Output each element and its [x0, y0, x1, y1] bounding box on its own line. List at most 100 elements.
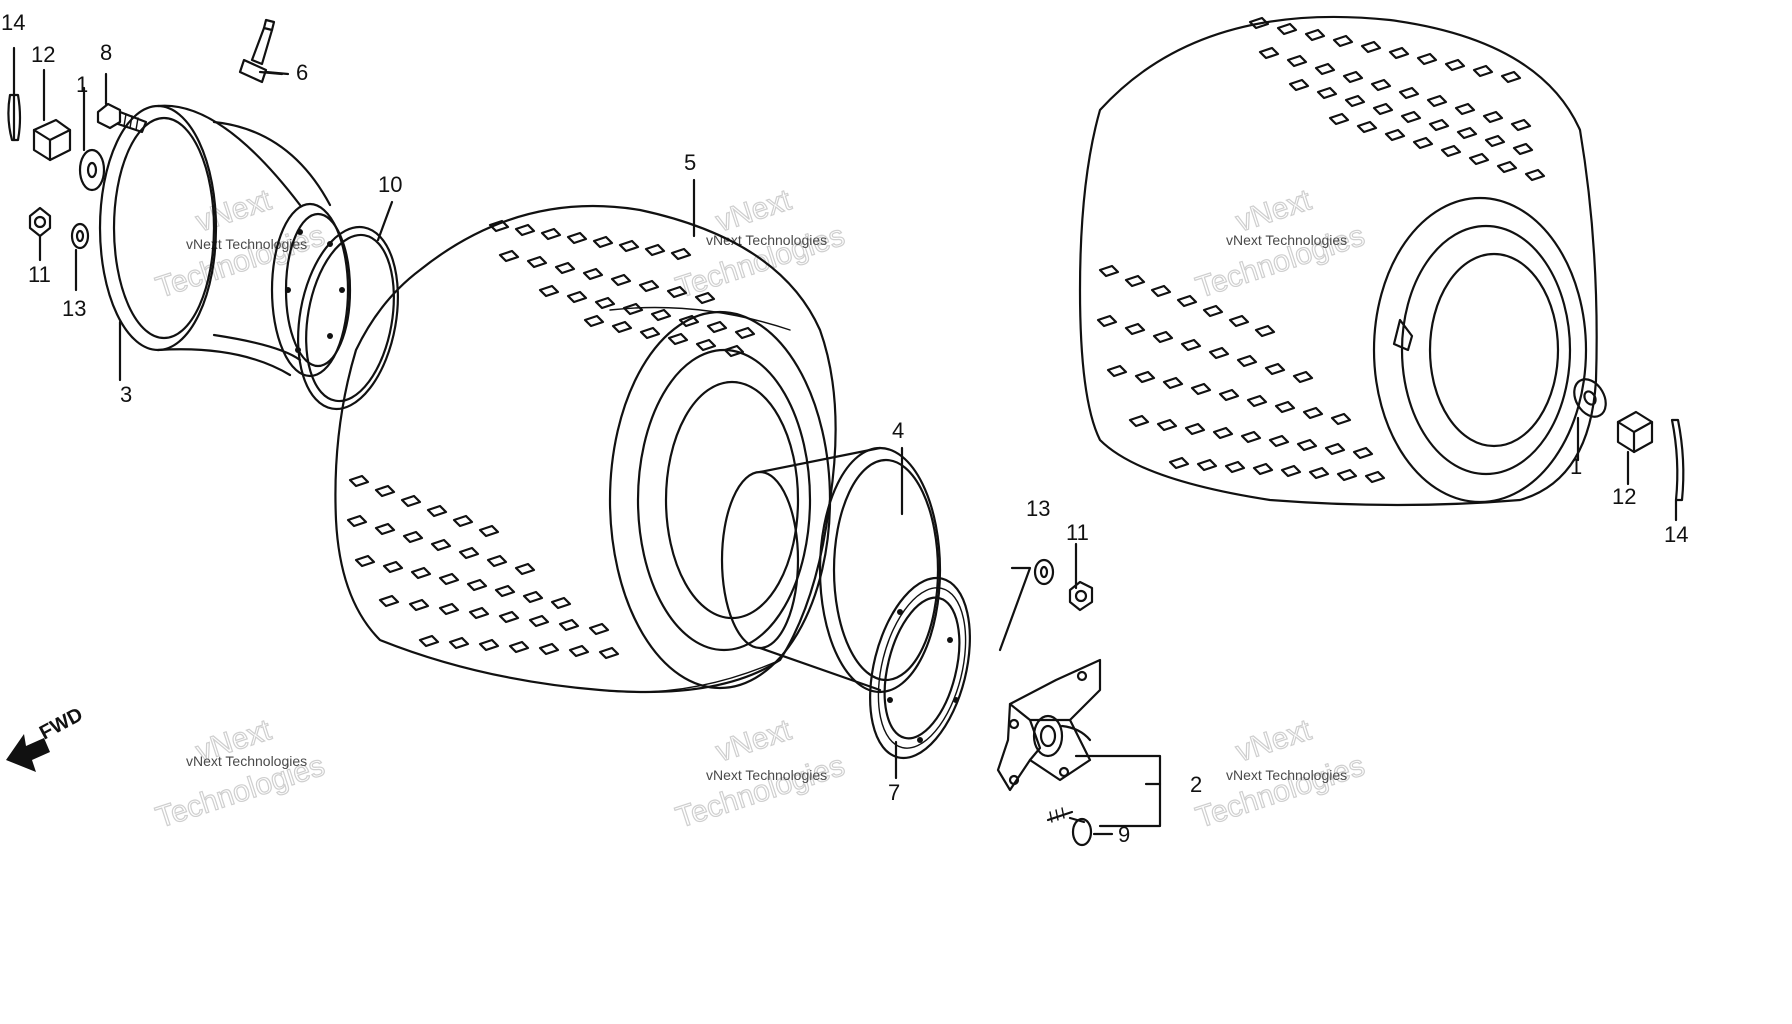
tread-block [1248, 16, 1270, 30]
tread-block [1456, 126, 1478, 140]
tread-block [1288, 78, 1310, 92]
tread-block [1332, 34, 1354, 48]
tread-block [478, 638, 500, 652]
tread-block [498, 249, 520, 263]
tread-block [382, 560, 404, 574]
tread-block [1106, 364, 1128, 378]
callout-7: 7 [888, 780, 900, 805]
tread-block [346, 514, 368, 528]
tread-block [1372, 102, 1394, 116]
tread-block [514, 562, 536, 576]
tread-block [618, 239, 640, 253]
tread-block [1304, 28, 1326, 42]
right-tire [1078, 15, 1598, 507]
tread-block [1150, 284, 1172, 298]
tread-block [1268, 434, 1290, 448]
tread-block [1258, 46, 1280, 60]
tread-block [1398, 86, 1420, 100]
tread-block [598, 646, 620, 660]
callout-10: 10 [378, 172, 402, 197]
tread-block [1176, 294, 1198, 308]
tread-block [1364, 470, 1386, 484]
tread-block [611, 320, 633, 334]
callout-13-left: 13 [62, 296, 86, 321]
svg-text:vNext Technologies: vNext Technologies [1226, 767, 1347, 783]
washer-13-right [1033, 558, 1055, 586]
tread-block [438, 572, 460, 586]
tread-block [522, 590, 544, 604]
tread-block [1454, 102, 1476, 116]
tread-block [592, 235, 614, 249]
tread-block [666, 285, 688, 299]
hub-bolt [1046, 807, 1093, 847]
watermark-top-left: vNext Technologies vNext Technologies [151, 183, 329, 305]
tread-block [1360, 40, 1382, 54]
svg-text:vNext Technologies: vNext Technologies [1226, 232, 1347, 248]
tread-block [408, 598, 430, 612]
watermark-bottom-center: vNext Technologies vNext Technologies [671, 713, 849, 835]
cotter-pin-right [1670, 418, 1685, 522]
callout-11-left: 11 [28, 262, 51, 287]
tread-block [508, 640, 530, 654]
tread-block [528, 614, 550, 628]
tread-block [583, 314, 605, 328]
callout-1-right: 1 [1570, 454, 1582, 479]
tread-block [430, 538, 452, 552]
svg-text:vNext Technologies: vNext Technologies [186, 753, 307, 769]
tread-block [402, 530, 424, 544]
tread-block [1274, 400, 1296, 414]
watermark-bottom-left: vNext Technologies vNext Technologies [151, 713, 329, 835]
tread-block [1128, 414, 1150, 428]
leader-lines [118, 70, 1162, 836]
tread-block [418, 634, 440, 648]
tread-block [1254, 324, 1276, 338]
svg-text:vNext: vNext [192, 183, 276, 238]
tread-block [348, 474, 370, 488]
right-tire-tread [1096, 16, 1546, 484]
tread-block [1500, 70, 1522, 84]
callout-14-left: 14 [1, 10, 25, 35]
svg-text:Technologies: Technologies [1192, 749, 1369, 835]
tread-block [1388, 46, 1410, 60]
svg-text:vNext: vNext [1232, 713, 1316, 768]
tread-block [1472, 64, 1494, 78]
tread-block [1202, 304, 1224, 318]
tread-block [638, 279, 660, 293]
tread-block [438, 602, 460, 616]
svg-text:vNext: vNext [1232, 183, 1316, 238]
tread-block [1400, 110, 1422, 124]
tread-block [498, 610, 520, 624]
tread-block [1412, 136, 1434, 150]
tread-block [374, 484, 396, 498]
tread-block [694, 291, 716, 305]
tread-block [667, 332, 689, 346]
tread-block [378, 594, 400, 608]
callout-4: 4 [892, 418, 904, 443]
tread-block [610, 273, 632, 287]
tread-block [1444, 58, 1466, 72]
tread-block [1124, 274, 1146, 288]
svg-text:FWD: FWD [36, 704, 87, 745]
tread-block [1484, 134, 1506, 148]
callout-2: 2 [1190, 772, 1202, 797]
tread-block [1162, 376, 1184, 390]
tread-block [1252, 462, 1274, 476]
tread-block [1324, 442, 1346, 456]
callout-9: 9 [1118, 822, 1130, 847]
tread-block [1224, 460, 1246, 474]
tread-block [1264, 362, 1286, 376]
tread-block [1124, 322, 1146, 336]
tread-block [1426, 94, 1448, 108]
tread-block [1246, 394, 1268, 408]
center-tire-tread [346, 219, 756, 660]
callout-11-right: 11 [1066, 520, 1089, 545]
tread-block [695, 338, 717, 352]
forward-direction-indicator: FWD [6, 704, 87, 772]
tread-block [1236, 354, 1258, 368]
tread-block [1512, 142, 1534, 156]
callout-12-right: 12 [1612, 484, 1636, 509]
callout-6: 6 [296, 60, 308, 85]
tread-block [594, 296, 616, 310]
tread-block [622, 302, 644, 316]
